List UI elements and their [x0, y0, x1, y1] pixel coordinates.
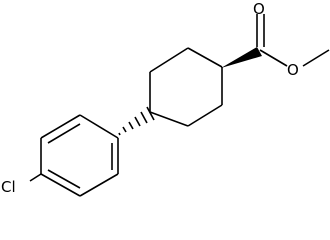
chlorine-atom-label: Cl	[1, 178, 16, 196]
bond-ring-a6	[40, 173, 81, 197]
cyclohexane-ring	[149, 47, 223, 127]
hash-line-3	[128, 121, 134, 130]
bond-ring-a5	[79, 173, 119, 197]
bond-c-cl	[29, 173, 42, 182]
diagram-background	[0, 0, 330, 198]
bond-ring-inner-3	[47, 169, 81, 189]
bond-cyclo-2	[149, 47, 189, 73]
hashed-bond-phenyl-cyclohexyl	[118, 106, 155, 136]
hash-line-5	[140, 111, 148, 124]
hash-line-2	[122, 126, 127, 133]
bond-ring-inner-1	[47, 123, 81, 144]
bond-cyclo-5	[187, 104, 223, 127]
bond-ring-a2	[40, 114, 81, 139]
hash-line-6	[146, 106, 155, 121]
bond-ring-a3	[79, 114, 119, 139]
bond-cyclo-6	[149, 111, 189, 127]
chemical-structure-diagram: Cl O O	[0, 0, 330, 198]
hash-line-1	[118, 132, 121, 136]
chlorophenyl-ring	[40, 114, 119, 197]
ester-oxygen-label: O	[287, 61, 299, 79]
bond-c-o-single	[259, 49, 288, 67]
carbonyl-oxygen-label: O	[253, 0, 265, 18]
hash-line-4	[134, 116, 141, 127]
wedge-bond-carbonyl	[221, 47, 262, 68]
bond-cyclo-3	[187, 47, 223, 68]
bond-o-methyl	[302, 49, 330, 67]
